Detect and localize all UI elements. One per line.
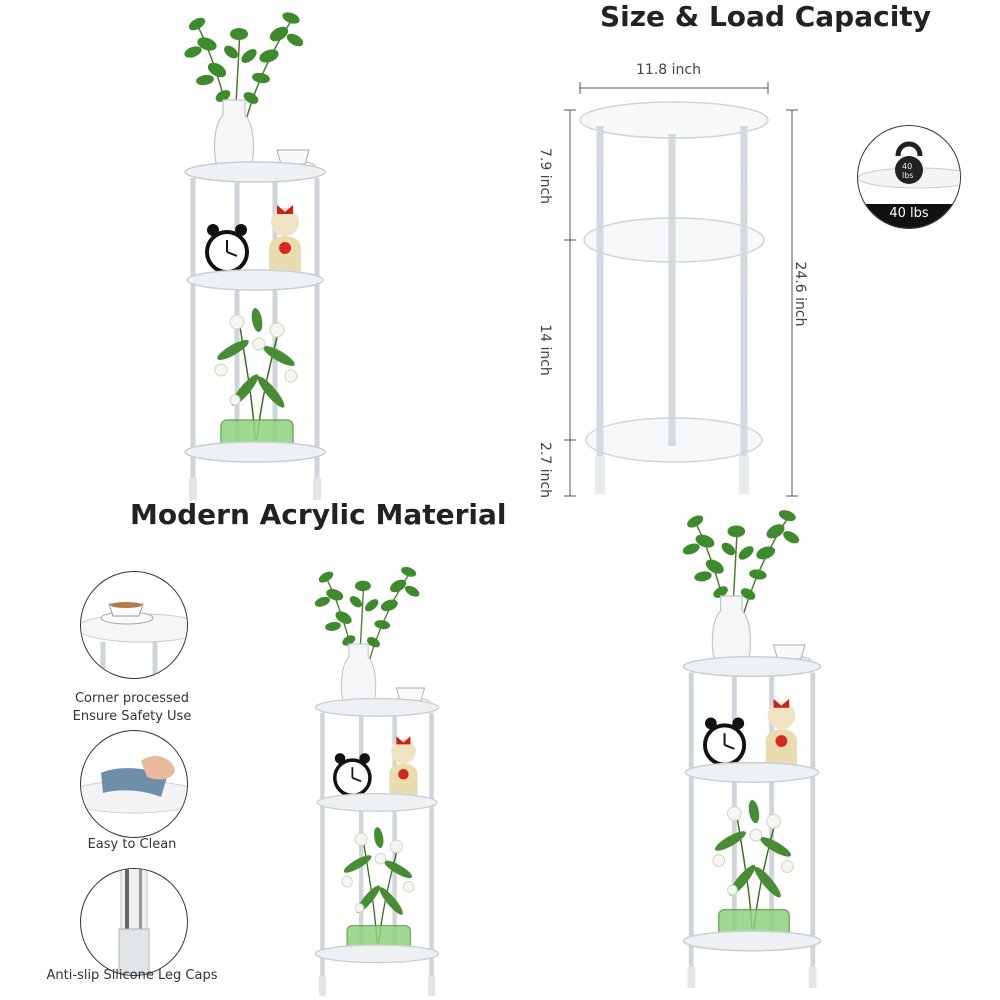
kettlebell-icon <box>858 141 960 228</box>
feature-clean-circle <box>80 730 188 838</box>
load-capacity-text: 40 lbs <box>889 206 929 221</box>
bottom-gap-label: 2.7 inch <box>537 441 553 499</box>
width-label: 11.8 inch <box>636 62 701 78</box>
height-label: 24.6 inch <box>792 261 808 327</box>
leg-cap-icon <box>118 869 150 975</box>
load-capacity-badge: 40 lbs 40 lbs <box>857 125 961 229</box>
styled-table-image-bottom-center <box>287 556 467 996</box>
feature-legcap-label: Anti-slip Silicone Leg Caps <box>46 968 218 983</box>
kettlebell-weight-line1: 40 <box>902 162 913 171</box>
feature-legcap-circle <box>80 868 188 976</box>
material-heading: Modern Acrylic Material <box>130 498 507 531</box>
kettlebell-weight-line2: lbs <box>902 171 914 180</box>
size-load-heading: Size & Load Capacity <box>600 0 931 33</box>
feature-clean-label: Easy to Clean <box>87 837 177 852</box>
styled-table-image-bottom-right <box>652 498 852 988</box>
cleaning-cloth-icon <box>81 756 187 814</box>
dimension-diagram <box>564 82 798 497</box>
feature-corner-label-line1: Corner processed <box>74 691 190 706</box>
cup-on-table-icon <box>81 602 187 678</box>
styled-table-image-top-left <box>155 0 355 500</box>
top-gap-label: 7.9 inch <box>537 147 553 205</box>
middle-gap-label: 14 inch <box>537 324 553 376</box>
feature-corner-circle <box>80 571 188 679</box>
feature-corner-label: Corner processed Ensure Safety Use <box>42 690 222 726</box>
feature-corner-label-line2: Ensure Safety Use <box>72 709 192 724</box>
